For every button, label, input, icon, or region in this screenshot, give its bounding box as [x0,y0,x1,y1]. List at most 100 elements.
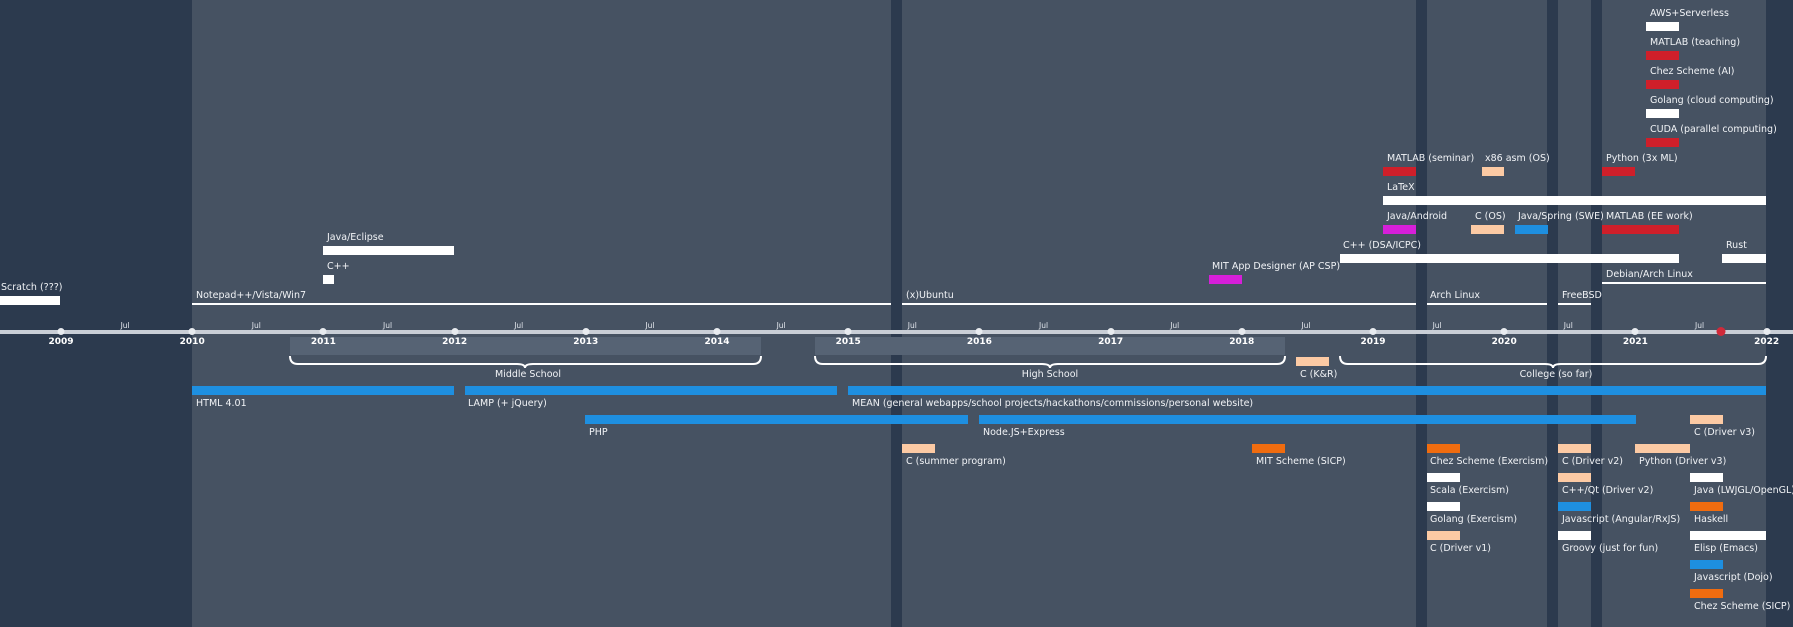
item-label: C++/Qt (Driver v2) [1562,485,1654,496]
item-bar[interactable] [1690,531,1766,540]
item-bar[interactable] [1722,254,1766,263]
item-label: Scratch (???) [1,282,63,293]
item-bar[interactable] [1471,225,1504,234]
timeline-axis [0,330,1793,334]
item-bar[interactable] [979,415,1636,424]
item-bar[interactable] [1383,196,1766,205]
year-tick [582,328,590,335]
period-brace-college [1339,355,1767,369]
item-bar[interactable] [1646,80,1679,89]
item-label: Haskell [1694,514,1729,525]
item-bar[interactable] [1427,444,1460,453]
item-bar[interactable] [585,415,968,424]
item-bar[interactable] [1602,167,1635,176]
item-bar[interactable] [848,386,1766,395]
item-bar[interactable] [1602,225,1679,234]
item-bar[interactable] [1690,560,1723,569]
year-tick-label: 2021 [1622,337,1648,347]
item-bar[interactable] [1646,109,1679,118]
item-bar[interactable] [192,386,454,395]
item-line[interactable] [1602,282,1766,284]
year-tick [188,328,196,335]
year-tick-label: 2017 [1098,337,1124,347]
item-label: MEAN (general webapps/school projects/ha… [852,398,1254,409]
mid-year-tick-label: Jul [514,321,524,330]
item-line[interactable] [1427,303,1547,305]
period-label-college: College (so far) [1519,369,1593,380]
item-label: Golang (Exercism) [1430,514,1518,525]
item-bar[interactable] [1340,254,1679,263]
item-bar[interactable] [902,444,935,453]
item-bar[interactable] [1558,531,1591,540]
year-tick-label: 2013 [573,337,599,347]
item-label: C (summer program) [906,456,1006,467]
item-label: PHP [589,427,608,438]
item-bar[interactable] [1635,444,1690,453]
year-tick [844,328,852,335]
item-bar[interactable] [1558,502,1591,511]
item-bar[interactable] [1427,473,1460,482]
item-bar[interactable] [1427,502,1460,511]
item-bar[interactable] [1646,138,1679,147]
item-line[interactable] [902,303,1416,305]
item-bar[interactable] [1209,275,1242,284]
item-label: Java (LWJGL/OpenGL) [1694,485,1793,496]
item-label: Javascript (Angular/RxJS) [1562,514,1681,525]
background-band-high-school [815,337,1285,355]
item-line[interactable] [192,303,891,305]
item-label: C (Driver v3) [1694,427,1755,438]
item-bar[interactable] [1690,415,1723,424]
mid-year-tick-label: Jul [776,321,786,330]
item-label: LaTeX [1387,182,1415,193]
mid-year-tick-label: Jul [120,321,130,330]
item-label: Arch Linux [1430,290,1481,301]
item-bar[interactable] [1252,444,1285,453]
year-tick [57,328,65,335]
item-bar[interactable] [1558,444,1591,453]
year-tick [1500,328,1508,335]
year-tick-label: 2022 [1754,337,1780,347]
year-tick [1238,328,1246,335]
item-label: Notepad++/Vista/Win7 [196,290,307,301]
item-bar[interactable] [1383,167,1416,176]
item-label: HTML 4.01 [196,398,247,409]
year-tick-label: 2014 [704,337,730,347]
item-bar[interactable] [0,296,60,305]
item-bar[interactable] [1427,531,1460,540]
item-label: C (K&R) [1300,369,1338,380]
item-label: Java/Android [1387,211,1447,222]
item-bar[interactable] [1558,473,1591,482]
mid-year-tick-label: Jul [251,321,261,330]
year-tick [319,328,327,335]
item-bar[interactable] [1646,51,1679,60]
item-label: CUDA (parallel computing) [1650,124,1777,135]
year-tick [1369,328,1377,335]
item-line[interactable] [1558,303,1591,305]
item-label: Python (3x ML) [1606,153,1678,164]
item-bar[interactable] [1690,473,1723,482]
background-band-divider [1547,0,1558,627]
item-label: Chez Scheme (AI) [1650,66,1735,77]
item-label: Java/Spring (SWE) [1518,211,1604,222]
item-bar[interactable] [465,386,837,395]
current-date-marker[interactable] [1716,327,1726,336]
item-bar[interactable] [323,246,454,255]
item-bar[interactable] [323,275,334,284]
item-label: Javascript (Dojo) [1694,572,1773,583]
background-band-early [0,0,192,627]
year-tick-label: 2016 [966,337,992,347]
period-brace-middle-school [289,355,762,369]
item-bar[interactable] [1690,589,1723,598]
mid-year-tick-label: Jul [907,321,917,330]
item-bar[interactable] [1646,22,1679,31]
item-bar[interactable] [1383,225,1416,234]
year-tick-label: 2011 [310,337,336,347]
item-bar[interactable] [1296,357,1329,366]
period-brace-high-school [814,355,1286,369]
item-label: MATLAB (EE work) [1606,211,1693,222]
item-bar[interactable] [1690,502,1723,511]
item-label: Groovy (just for fun) [1562,543,1659,554]
item-bar[interactable] [1515,225,1548,234]
item-bar[interactable] [1482,167,1504,176]
